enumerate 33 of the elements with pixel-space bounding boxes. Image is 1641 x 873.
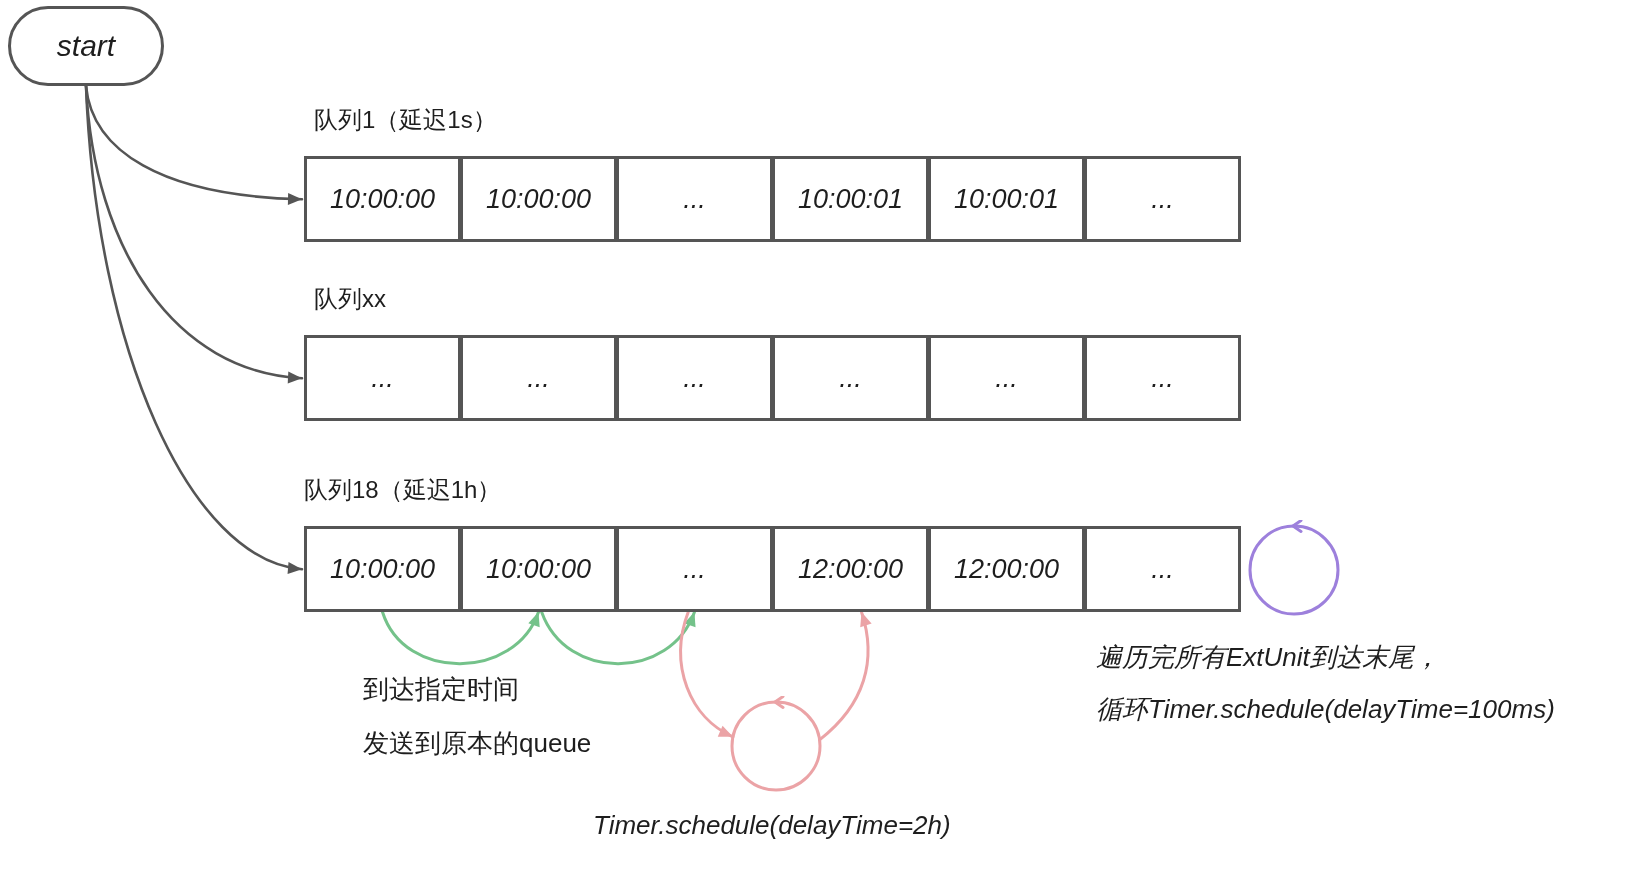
- queue-cell: 10:00:01: [772, 156, 929, 242]
- queue-cell: ...: [928, 335, 1085, 421]
- queue-cell: 10:00:00: [304, 156, 461, 242]
- node-caption: 遍历完所有ExtUnit到达末尾，: [1096, 642, 1440, 674]
- start-terminal: start: [8, 6, 164, 86]
- queue-cell: ...: [616, 156, 773, 242]
- queue-heading: 队列xx: [314, 285, 386, 314]
- node-caption: 循环Timer.schedule(delayTime=100ms): [1096, 694, 1555, 726]
- queue-heading: 队列1（延迟1s）: [314, 106, 497, 135]
- queue-heading: 队列18（延迟1h）: [304, 476, 502, 505]
- annotation-text: 到达指定时间: [363, 674, 519, 706]
- arrow: [84, 84, 304, 205]
- queue-cell: ...: [460, 335, 617, 421]
- annotation-text: 发送到原本的queue: [363, 728, 592, 760]
- queue-cell: ...: [1084, 156, 1241, 242]
- queue-cell: ...: [616, 526, 773, 612]
- queue-cell: 12:00:00: [772, 526, 929, 612]
- queue-cell: ...: [1084, 526, 1241, 612]
- queue-cell: 10:00:01: [928, 156, 1085, 242]
- arrow: [679, 610, 735, 739]
- arrow: [381, 610, 540, 666]
- queue-cell: ...: [616, 335, 773, 421]
- arrow: [84, 84, 304, 572]
- queue-cell: 10:00:00: [460, 156, 617, 242]
- queue-cell: ...: [1084, 335, 1241, 421]
- queue-cell: 10:00:00: [460, 526, 617, 612]
- queue-cell: ...: [772, 335, 929, 421]
- node-caption: Timer.schedule(delayTime=2h): [593, 810, 951, 842]
- queue-cell: ...: [304, 335, 461, 421]
- queue-cell: 10:00:00: [304, 526, 461, 612]
- arrow: [818, 610, 872, 742]
- queue-cell: 12:00:00: [928, 526, 1085, 612]
- arrow: [540, 610, 696, 666]
